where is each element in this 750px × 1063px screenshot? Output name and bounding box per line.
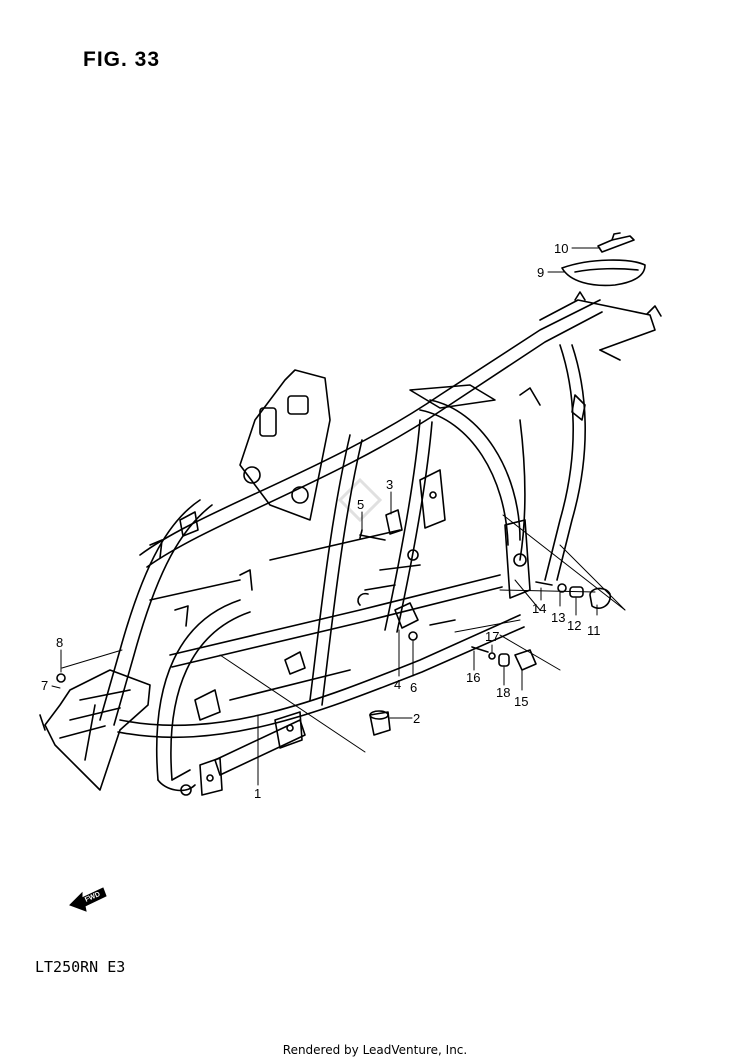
callout-9: 9 [537,265,544,280]
callout-3: 3 [386,477,393,492]
part-3-bracket [385,509,403,535]
part-3-nut [407,549,419,561]
callout-18: 18 [496,685,510,700]
part-10-strap [597,232,635,253]
callout-10: 10 [554,241,568,256]
part-13-washer [557,583,567,593]
callout-17: 17 [485,629,499,644]
part-6-nut [408,631,418,641]
part-16-bolt [471,646,489,653]
model-code: LT250RN E3 [35,958,126,976]
callout-16: 16 [466,670,480,685]
part-8-bolt [56,673,66,683]
part-14-bolt [535,581,553,586]
callout-12: 12 [567,618,581,633]
part-4-plate [394,602,419,629]
part-11-cushion [589,587,611,609]
main-frame [99,291,662,796]
figure-title: FIG. 33 [83,48,161,71]
callout-4: 4 [394,677,401,692]
callout-5: 5 [357,497,364,512]
callout-7: 7 [41,678,48,693]
part-7-guard [39,669,151,791]
part-18-spacer [498,653,510,667]
footer-credit: Rendered by LeadVenture, Inc. [282,1043,468,1057]
callout-15: 15 [514,694,528,709]
callout-14: 14 [532,601,546,616]
callout-6: 6 [410,680,417,695]
part-2-bushing [369,711,391,736]
part-9-cover [561,259,646,287]
part-17-washer [488,652,496,660]
callout-2: 2 [413,711,420,726]
part-15-bracket [514,649,537,671]
callout-13: 13 [551,610,565,625]
callout-1: 1 [254,786,261,801]
fwd-arrow-icon: FWD [69,887,107,912]
watermark [337,477,383,523]
callout-8: 8 [56,635,63,650]
callout-11: 11 [587,623,601,638]
